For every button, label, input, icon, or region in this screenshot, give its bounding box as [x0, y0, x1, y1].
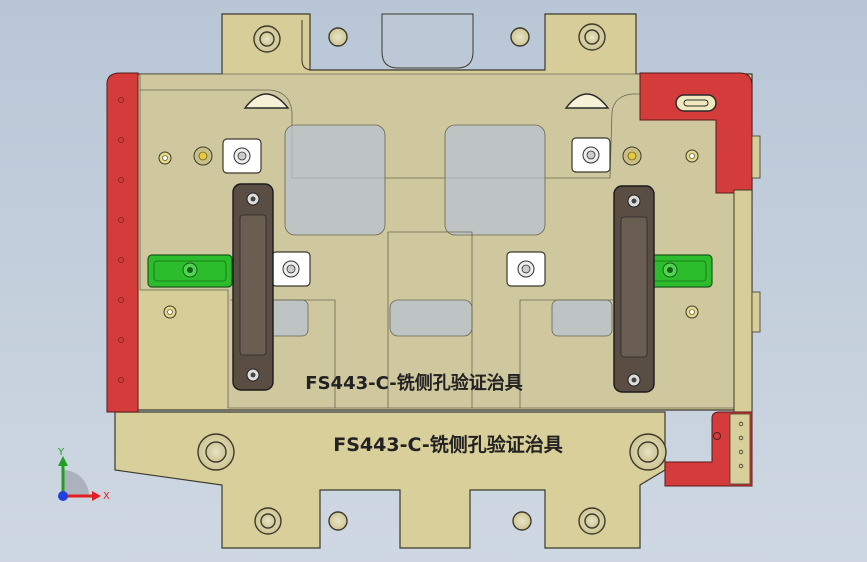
red-block-hole — [713, 432, 721, 440]
red-block-screws-left — [118, 97, 124, 383]
z-axis-dot — [58, 491, 68, 501]
window-lower-left — [267, 299, 309, 337]
right-tab-2 — [751, 291, 761, 333]
top-center-notch — [381, 13, 474, 69]
window-center — [389, 299, 473, 337]
x-axis-label: X — [103, 491, 110, 502]
base-plate — [114, 411, 666, 549]
half-moon-pocket-right — [564, 93, 610, 109]
base-holes — [197, 433, 667, 535]
label-upper: FS443-C-铣侧孔验证治具 — [305, 372, 522, 394]
slot-inner — [683, 99, 709, 107]
triad-plane — [63, 470, 89, 496]
square-locators — [222, 137, 611, 287]
green-clamp-left — [147, 254, 233, 288]
red-side-block-left — [106, 72, 139, 413]
axis-triad: Y X — [57, 447, 110, 502]
window-lower-right — [551, 299, 613, 337]
side-plate-bottom — [729, 413, 751, 485]
tab-edge-left — [301, 20, 316, 71]
window-upper-right — [444, 124, 546, 236]
side-plate-screws — [738, 421, 744, 469]
clamp-bar-right — [613, 185, 655, 393]
y-axis-label: Y — [57, 447, 65, 458]
cover-center-channel — [387, 231, 473, 408]
y-arrow-head — [58, 456, 68, 466]
cover-step-right — [519, 299, 630, 408]
clamp-bar-left — [232, 183, 274, 391]
window-upper-left — [284, 124, 386, 236]
right-rail — [733, 189, 753, 413]
right-tab-1 — [751, 135, 761, 179]
top-holes — [253, 23, 606, 53]
red-corner-block-top — [639, 72, 753, 194]
x-arrow-head — [92, 491, 101, 501]
slot-opening — [675, 94, 717, 112]
locating-pins — [158, 146, 699, 319]
label-lower: FS443-C-铣侧孔验证治具 — [333, 433, 562, 456]
half-moon-pocket-left — [243, 93, 290, 109]
